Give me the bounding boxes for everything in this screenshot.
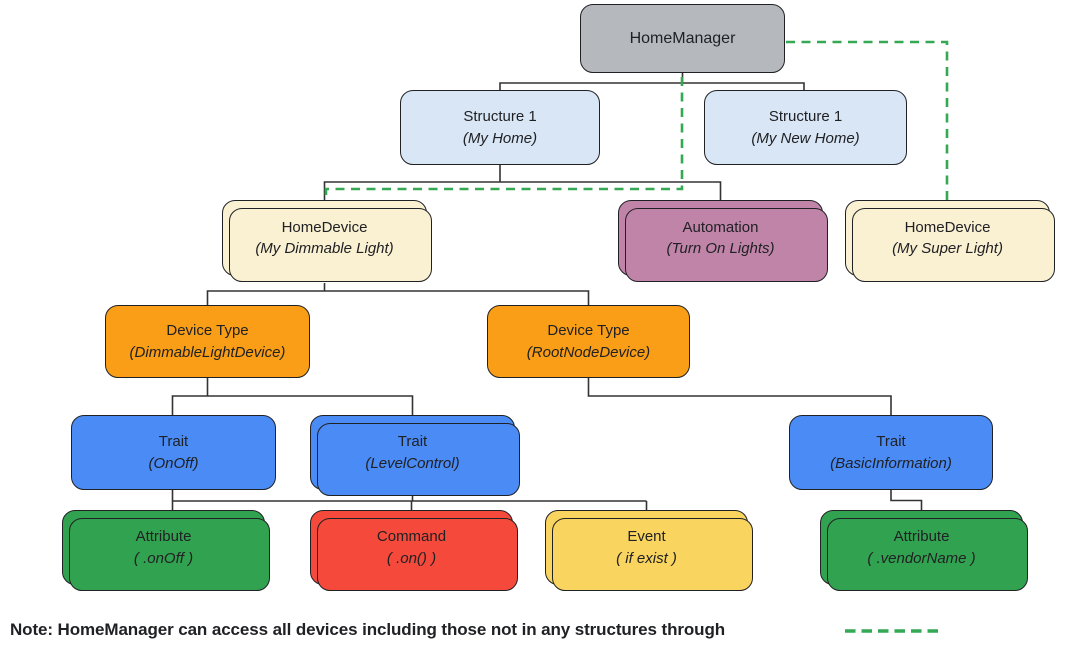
connector-line: [171, 395, 414, 416]
connector-line: [587, 378, 892, 416]
node-trait-levelcontrol-subtitle: (LevelControl): [365, 454, 460, 472]
node-devicetype-rootnodedevice-subtitle: (RootNodeDevice): [526, 343, 651, 361]
node-trait-onoff-subtitle: (OnOff): [148, 454, 199, 472]
node-trait-basicinformation-subtitle: (BasicInformation): [830, 454, 952, 472]
dashed-access-line: [786, 40, 949, 200]
node-devicetype-dimmablelightdevice-subtitle: (DimmableLightDevice): [129, 343, 286, 361]
node-command-on: Command ( .on() ): [310, 510, 518, 591]
node-structure-1-my-home: Structure 1 (My Home): [400, 90, 600, 165]
node-attribute-vendorname-subtitle: ( .vendorName ): [867, 549, 976, 567]
node-homedevice-my-super-light-title: HomeDevice: [904, 218, 991, 236]
node-homedevice-my-super-light-subtitle: (My Super Light): [892, 240, 1003, 257]
node-automation-turn-on-lights: Automation (Turn On Lights): [618, 200, 828, 282]
node-automation-turn-on-lights-subtitle: (Turn On Lights): [666, 240, 775, 257]
node-structure-1-my-home-subtitle: (My Home): [462, 129, 538, 147]
node-trait-levelcontrol-title: Trait: [397, 433, 428, 450]
dashed-access-line: [324, 77, 684, 200]
node-trait-basicinformation: Trait (BasicInformation): [789, 415, 993, 490]
node-devicetype-dimmablelightdevice-title: Device Type: [166, 322, 249, 339]
node-homemanager-title: HomeManager: [629, 29, 736, 47]
node-structure-1-my-new-home-title: Structure 1: [768, 108, 843, 125]
connector-line: [890, 490, 923, 511]
node-trait-basicinformation-title: Trait: [876, 433, 906, 450]
node-attribute-vendorname-title: Attribute: [893, 528, 950, 545]
node-trait-onoff: Trait (OnOff): [71, 415, 276, 490]
node-command-on-title: Command: [376, 528, 447, 545]
node-structure-1-my-new-home: Structure 1 (My New Home): [704, 90, 907, 165]
node-homedevice-my-dimmable-light-subtitle: (My Dimmable Light): [255, 240, 394, 257]
node-homedevice-my-dimmable-light: HomeDevice (My Dimmable Light): [222, 200, 432, 282]
node-event-if-exist-title: Event: [627, 528, 666, 545]
node-trait-onoff-title: Trait: [158, 433, 189, 450]
node-trait-levelcontrol: Trait (LevelControl): [310, 415, 520, 496]
node-homemanager: HomeManager: [580, 4, 785, 73]
node-automation-turn-on-lights-title: Automation: [682, 218, 759, 236]
footnote-text: Note: HomeManager can access all devices…: [10, 620, 726, 639]
node-structure-1-my-new-home-subtitle: (My New Home): [751, 129, 860, 147]
connector-line: [499, 82, 805, 91]
node-homedevice-my-super-light: HomeDevice (My Super Light): [845, 200, 1055, 282]
node-devicetype-rootnodedevice: Device Type (RootNodeDevice): [487, 305, 690, 378]
node-devicetype-dimmablelightdevice: Device Type (DimmableLightDevice): [105, 305, 310, 378]
node-attribute-onoff-title: Attribute: [135, 528, 192, 545]
node-event-if-exist: Event ( if exist ): [545, 510, 753, 591]
node-homedevice-my-dimmable-light-title: HomeDevice: [281, 218, 368, 236]
node-attribute-vendorname: Attribute ( .vendorName ): [820, 510, 1028, 591]
node-attribute-onoff-subtitle: ( .onOff ): [133, 549, 194, 567]
footnote: Note: HomeManager can access all devices…: [10, 620, 840, 640]
connector-line: [206, 290, 590, 306]
node-structure-1-my-home-title: Structure 1: [463, 108, 537, 125]
node-devicetype-rootnodedevice-title: Device Type: [547, 322, 630, 339]
node-attribute-onoff: Attribute ( .onOff ): [62, 510, 270, 591]
connector-line: [323, 181, 722, 201]
node-event-if-exist-subtitle: ( if exist ): [616, 549, 677, 567]
node-command-on-subtitle: ( .on() ): [386, 549, 437, 567]
